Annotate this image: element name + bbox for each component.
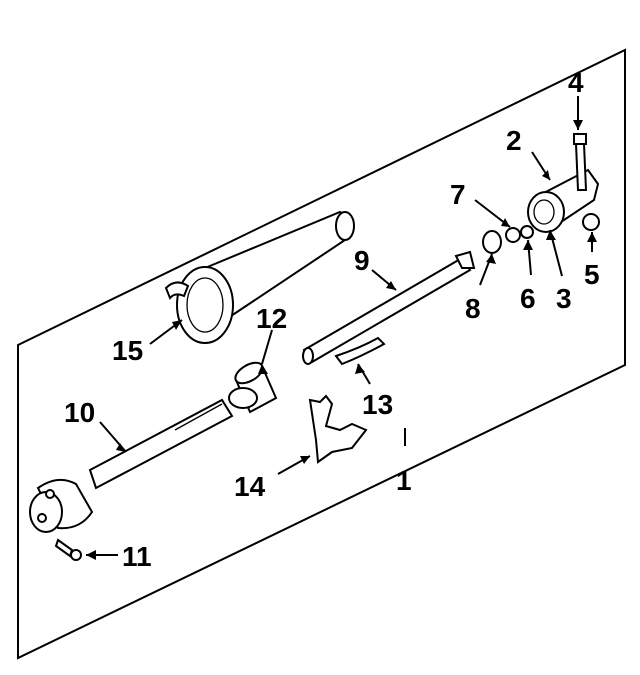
callout-8: 8 [465, 293, 481, 324]
spacer-part [505, 227, 521, 243]
callout-7: 7 [450, 179, 466, 210]
callout-5: 5 [584, 259, 600, 290]
upper-shaft-part [302, 250, 476, 365]
callout-14: 14 [234, 471, 266, 502]
callout-3: 3 [556, 283, 572, 314]
housing-bolt-part [573, 133, 588, 191]
callout-2: 2 [506, 125, 522, 156]
callout-15: 15 [112, 335, 143, 366]
callout-4: 4 [568, 67, 584, 98]
callout-1: 1 [396, 465, 412, 496]
callout-11: 11 [122, 541, 152, 572]
spring-clip-part [334, 336, 386, 366]
leader-arrowheads [86, 120, 597, 560]
steering-shaft-part [29, 398, 234, 533]
bearing-ring-part [482, 230, 502, 254]
callout-9: 9 [354, 245, 370, 276]
callout-6: 6 [520, 283, 536, 314]
callout-10: 10 [64, 397, 95, 428]
pinch-bolt-part [54, 538, 82, 561]
bushing-part [228, 361, 278, 414]
retainer-ring-part [520, 225, 534, 239]
callout-12: 12 [256, 303, 287, 334]
callout-13: 13 [362, 389, 393, 420]
mounting-bracket-part [308, 394, 368, 464]
column-jacket-part [164, 210, 355, 344]
housing-nut-part [582, 213, 600, 231]
assembly-panel-outline [17, 48, 626, 660]
leader-lines [86, 96, 593, 556]
